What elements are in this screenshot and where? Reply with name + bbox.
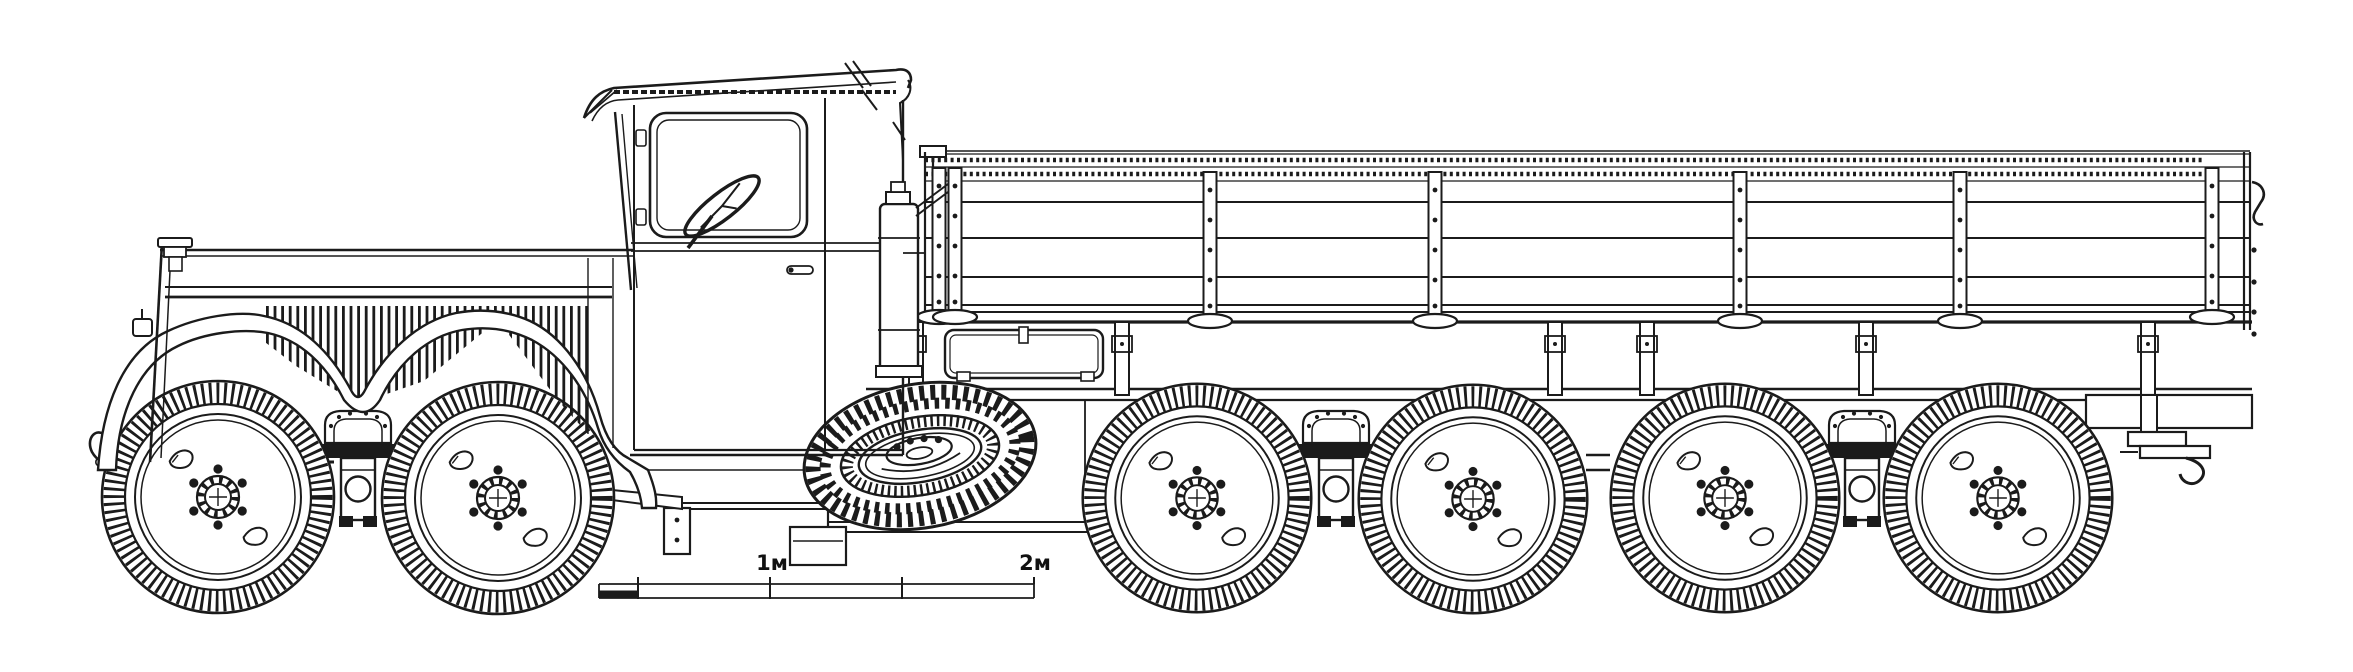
cargo-bed: [915, 145, 2265, 337]
wheel-rear-4: [1884, 384, 2113, 613]
lamp-bracket: [132, 318, 153, 337]
steering-wheel: [683, 174, 761, 238]
tank-brace: [915, 183, 949, 217]
radiator-front-edge: [148, 242, 164, 463]
wheel-rear-2: [1359, 385, 1588, 614]
front-bogie-pivot: [323, 409, 393, 529]
frame-step-box: [788, 525, 848, 567]
wheel-rear-1: [1083, 384, 1312, 613]
spare-wheel: [802, 380, 1038, 532]
bed-rear-gate-edge: [2242, 152, 2252, 330]
rear-frame: [2084, 393, 2254, 486]
cab: [582, 60, 913, 457]
radiator-cap: [157, 237, 193, 248]
door-window: [648, 111, 809, 239]
door-handle: [786, 265, 814, 275]
fuel-tank: [875, 181, 949, 378]
scale-label-2m: 2м: [1019, 551, 1051, 575]
belt-line: [631, 242, 903, 252]
roof-texture-marks: [844, 60, 906, 141]
front-fenders: [96, 309, 658, 510]
door-hinge: [635, 208, 647, 226]
scale-bar-filled-segment: [599, 590, 638, 598]
wheel-front-1: [102, 381, 334, 613]
steering-column: [686, 214, 714, 250]
bed-support-post: [1544, 321, 1566, 396]
cab-roof: [582, 68, 913, 119]
tow-hook: [2178, 456, 2205, 486]
spring-hanger-bracket: [662, 506, 692, 556]
tank-filler-cap: [890, 181, 906, 193]
scale-bar: 1м 2м: [598, 551, 1051, 599]
bed-support-post: [1855, 321, 1877, 396]
door-hinge: [635, 129, 647, 147]
bed-support-post: [1636, 321, 1658, 396]
windshield-pillar: [613, 111, 633, 291]
scale-bar-ticks: [637, 577, 1035, 599]
toolbox: [943, 326, 1105, 382]
rear-latch-hook: [2251, 180, 2265, 226]
wheel-rear-3: [1611, 384, 1840, 613]
bed-support-post: [1111, 321, 1133, 396]
scale-label-1m: 1м: [756, 551, 788, 575]
bed-rear-stake: [2188, 166, 2236, 326]
bed-support-post: [2137, 321, 2159, 396]
toolbox-latch: [1018, 326, 1029, 344]
